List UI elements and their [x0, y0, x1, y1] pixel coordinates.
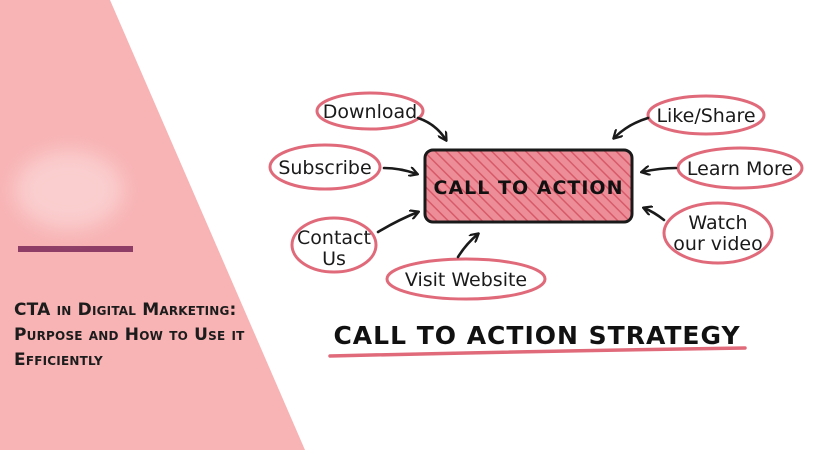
node-contact-us: Contact Us [290, 216, 378, 274]
arrow-visit [456, 234, 478, 259]
node-subscribe: Subscribe [268, 143, 382, 191]
arrow-like-share [614, 116, 650, 138]
node-watch-video: Watch our video [662, 201, 774, 265]
node-subscribe-label: Subscribe [278, 157, 371, 179]
node-contact-line2: Us [322, 248, 346, 270]
arrow-download [416, 116, 446, 140]
node-watch-line2: our video [673, 233, 762, 255]
node-visit-website: Visit Website [385, 257, 547, 301]
node-learn-more-label: Learn More [687, 158, 793, 180]
strategy-label: CALL TO ACTION STRATEGY [333, 321, 740, 350]
center-box: CALL TO ACTION [423, 148, 634, 224]
node-like-share-label: Like/Share [656, 105, 755, 127]
node-like-share: Like/Share [646, 94, 766, 136]
node-download: Download [315, 91, 425, 131]
logo-placeholder [14, 150, 124, 230]
node-visit-website-label: Visit Website [405, 269, 527, 291]
accent-bar [18, 246, 133, 252]
node-watch-line1: Watch [688, 212, 747, 234]
center-label: CALL TO ACTION [434, 177, 624, 199]
arrow-subscribe [382, 168, 417, 174]
arrow-contact [376, 212, 418, 234]
strategy-underline [328, 346, 747, 358]
arrow-watch [644, 208, 666, 222]
pink-side-panel [0, 0, 305, 450]
node-contact-line1: Contact [297, 227, 371, 249]
article-title: CTA in Digital Marketing: Purpose and Ho… [14, 300, 245, 370]
node-learn-more: Learn More [676, 146, 804, 190]
node-download-label: Download [323, 101, 417, 123]
arrow-learn-more [642, 168, 678, 172]
